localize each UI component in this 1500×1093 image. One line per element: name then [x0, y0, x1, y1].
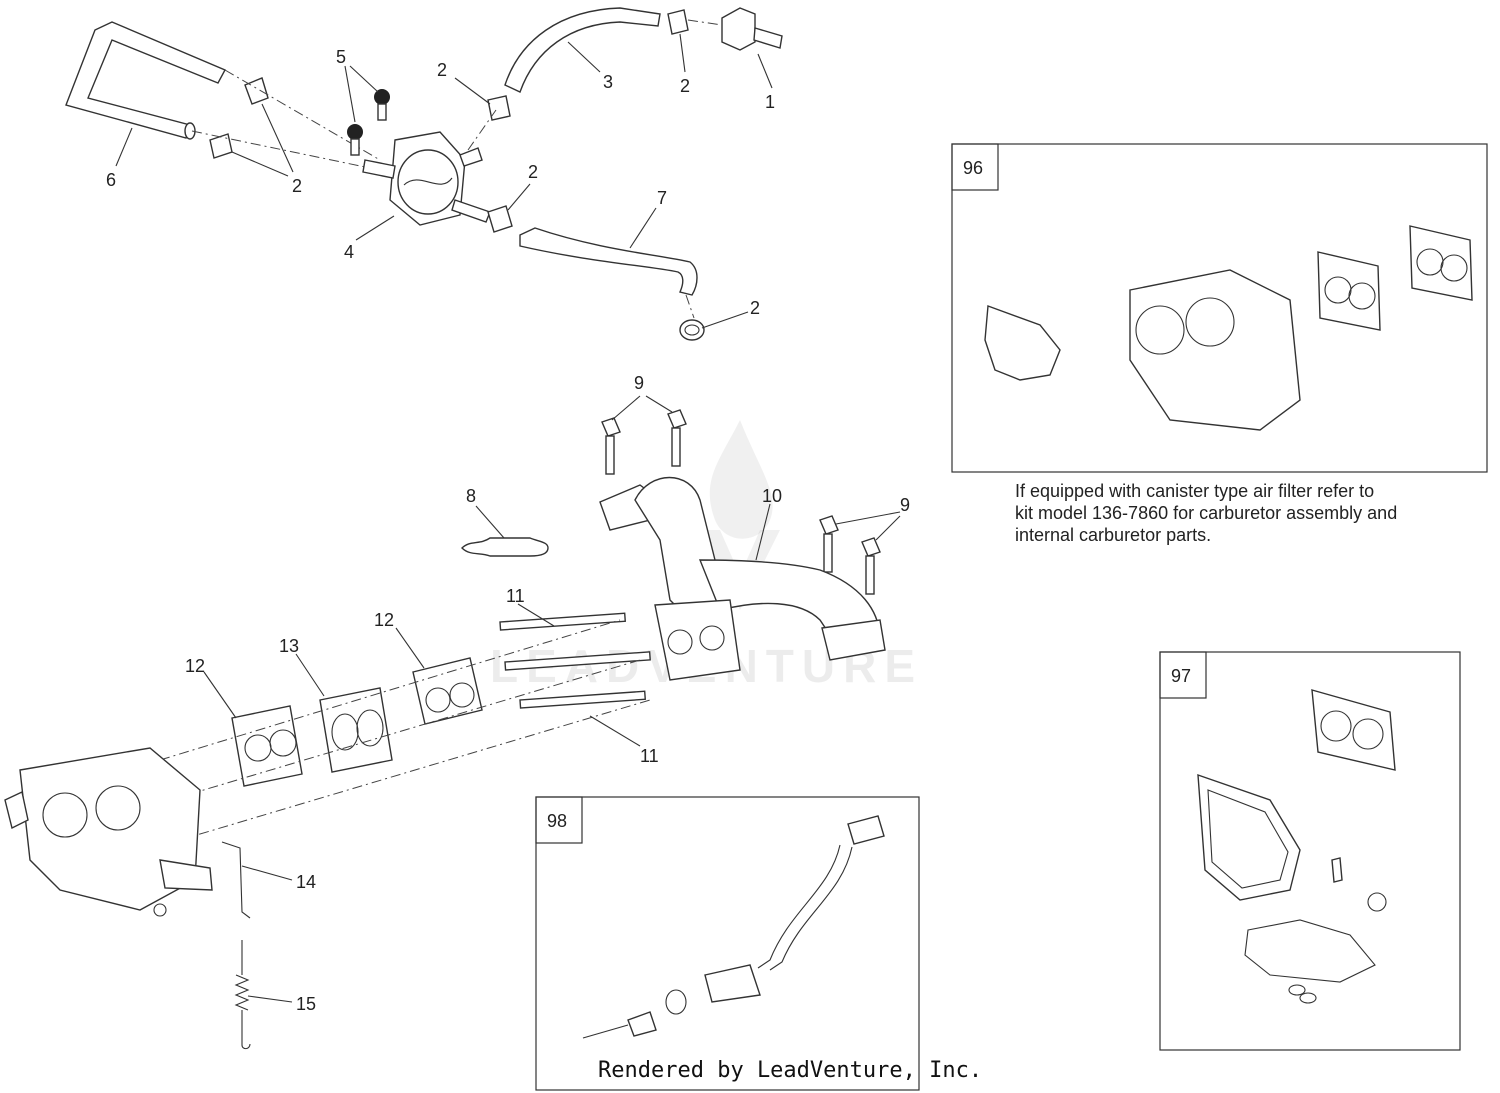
- callout-3: 3: [603, 72, 613, 92]
- callout-5: 5: [336, 47, 346, 67]
- gasket-12-right: [412, 657, 483, 725]
- callout-11-upper: 11: [506, 586, 525, 606]
- callout-2-middle: 2: [528, 162, 538, 182]
- fuel-hose-3: [504, 7, 661, 93]
- spacer-13: [319, 687, 393, 773]
- callout-14: 14: [296, 872, 316, 892]
- callout-6: 6: [106, 170, 116, 190]
- throttle-rod-14: [221, 841, 251, 919]
- callout-1: 1: [765, 92, 775, 112]
- stud-11-lower: [519, 690, 647, 709]
- callout-9-lower: 9: [900, 495, 910, 515]
- bolt-9-right: [667, 409, 687, 467]
- fuel-hose-6: [65, 21, 226, 140]
- render-credit: Rendered by LeadVenture, Inc.: [598, 1058, 983, 1083]
- stud-11-middle: [504, 651, 651, 671]
- callout-7: 7: [657, 188, 667, 208]
- callout-12-right: 12: [374, 610, 394, 630]
- callout-2-left: 2: [292, 176, 302, 196]
- hose-clamp-lower-left: [209, 133, 233, 159]
- callout-2-filter: 2: [680, 76, 690, 96]
- fuel-hose-7: [519, 227, 698, 296]
- gasket-8: [461, 537, 549, 557]
- inset-98-tag: 98: [547, 811, 567, 831]
- callout-9-upper: 9: [634, 373, 644, 393]
- note-line-1: If equipped with canister type air filte…: [1015, 481, 1375, 501]
- callout-8: 8: [466, 486, 476, 506]
- spring-15: [234, 940, 251, 1050]
- callout-12-left: 12: [185, 656, 205, 676]
- hose-clamp-upper-left: [244, 77, 269, 105]
- callout-2-upper: 2: [437, 60, 447, 80]
- callout-15: 15: [296, 994, 316, 1014]
- inset-98: 98: [535, 796, 920, 1091]
- callout-labels: 1 2 3 2 5 2 6 4 2 7 2 9 8 10 9 11 11 12 …: [106, 47, 910, 1014]
- callout-4: 4: [344, 242, 354, 262]
- hose-clamp-top-right: [667, 9, 689, 35]
- hose-clamp-bottom: [679, 319, 705, 341]
- inset-96-tag: 96: [963, 158, 983, 178]
- gasket-12-left: [231, 705, 303, 787]
- canister-air-filter-note: If equipped with canister type air filte…: [1015, 480, 1475, 546]
- callout-13: 13: [279, 636, 299, 656]
- fuel-pump-4: [362, 131, 491, 226]
- inset-97-tag: 97: [1171, 666, 1191, 686]
- callout-10: 10: [762, 486, 782, 506]
- note-line-2: kit model 136-7860 for carburetor assemb…: [1015, 503, 1398, 523]
- hose-clamp-mid: [487, 205, 513, 233]
- note-line-3: internal carburetor parts.: [1015, 525, 1212, 545]
- callout-2-lower: 2: [750, 298, 760, 318]
- leader-lines: [115, 33, 901, 1003]
- stud-11-upper: [499, 612, 627, 631]
- carburetor-assembly: [4, 747, 213, 917]
- bolt-9-lower-right: [861, 537, 881, 595]
- fuel-filter-1: [721, 7, 783, 51]
- callout-11-lower: 11: [640, 746, 659, 766]
- screw-5-lower: [347, 124, 363, 156]
- bolt-9-left: [601, 417, 621, 475]
- bolt-9-lower-left: [819, 515, 839, 573]
- inset-97: 97: [1159, 651, 1461, 1051]
- inset-96: 96: [951, 143, 1488, 473]
- screw-5-upper: [374, 89, 390, 121]
- intake-manifold-10: [599, 476, 886, 681]
